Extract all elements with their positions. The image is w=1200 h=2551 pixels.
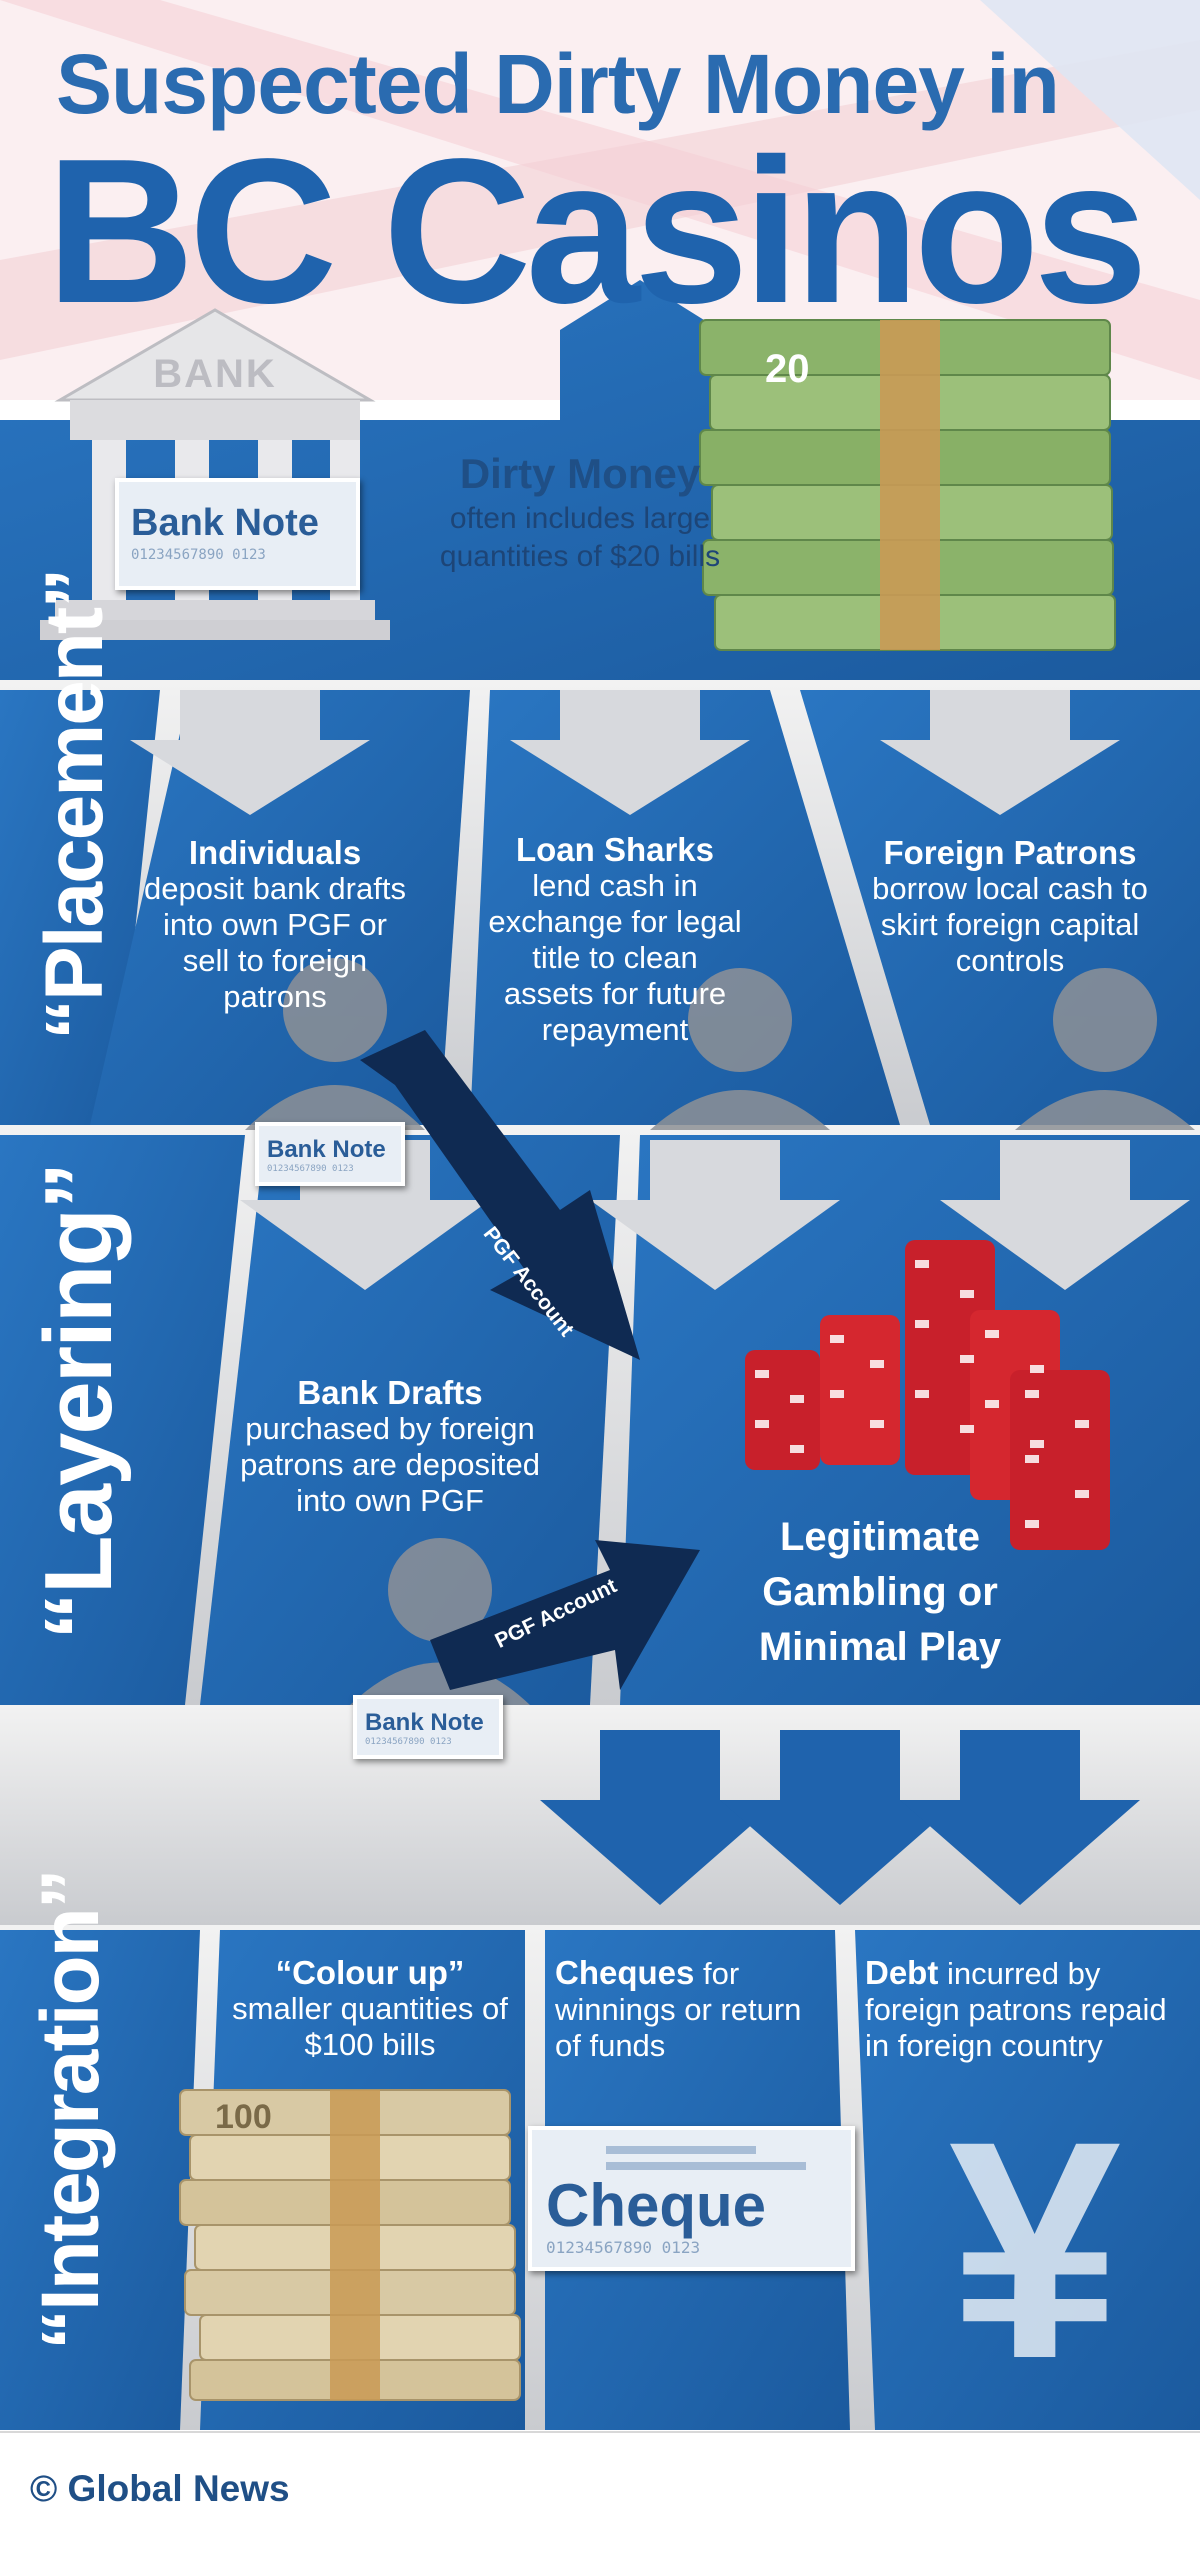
debt-heading: Debt [865, 1954, 939, 1991]
arrow-down-icon [590, 1140, 840, 1290]
cheque-number: 01234567890 0123 [546, 2238, 701, 2257]
placement-label: “Placement” [29, 569, 120, 1040]
arrow-down-icon [540, 1730, 780, 1905]
placement-loan-sharks: Loan Sharks lend cash in exchange for le… [485, 832, 745, 1048]
arrow-down-icon [880, 690, 1120, 815]
debt-text: incurred by foreign patrons repaid in fo… [865, 1956, 1167, 2063]
intro-text: often includes large quantities of $20 b… [439, 502, 721, 573]
small-bank-note-1-number: 01234567890 0123 [267, 1164, 354, 1174]
colour-up-heading: “Colour up” [275, 1954, 465, 1991]
individuals-heading: Individuals [188, 834, 362, 871]
person-silhouette-icon [245, 958, 1195, 1705]
casino-chips-icon [745, 1240, 1110, 1550]
integration-arrows [0, 1705, 1200, 1925]
arrow-down-icon [900, 1730, 1140, 1905]
bank-drafts-heading: Bank Drafts [297, 1374, 483, 1411]
bank-drafts-text: purchased by foreign patrons are deposit… [240, 1411, 540, 1518]
arrow-down-icon [940, 1140, 1190, 1290]
arrow-down-icon [510, 690, 750, 815]
svg-text:20: 20 [765, 347, 810, 391]
arrow-down-icon [720, 1730, 960, 1905]
cheque-title: Cheque [546, 2172, 767, 2239]
integration-debt: Debt incurred by foreign patrons repaid … [865, 1955, 1175, 2064]
intro-block: Dirty Money often includes large quantit… [410, 448, 750, 576]
pgf-arrow-1 [360, 1030, 640, 1360]
cheques-text: for winnings or return of funds [555, 1956, 802, 2063]
small-bank-note-2: Bank Note 01234567890 0123 [353, 1695, 503, 1759]
bank-note-number: 01234567890 0123 [131, 547, 266, 563]
title-line-1: Suspected Dirty Money in [56, 37, 1060, 131]
title-line-2: BC Casinos [46, 116, 1148, 346]
layering-bank-drafts: Bank Drafts purchased by foreign patrons… [240, 1375, 540, 1519]
loan-sharks-heading: Loan Sharks [515, 831, 715, 868]
placement-individuals: Individuals deposit bank drafts into own… [140, 835, 410, 1015]
foreign-patrons-text: borrow local cash to skirt foreign capit… [872, 871, 1148, 978]
individuals-text: deposit bank drafts into own PGF or sell… [144, 871, 406, 1014]
integration-cheques: Cheques for winnings or return of funds [555, 1955, 825, 2064]
cash-stack-100-icon: 100 [179, 2089, 521, 2401]
intro-heading: Dirty Money [459, 450, 701, 497]
footer-band [0, 2430, 1200, 2551]
bank-note-title: Bank Note [131, 502, 319, 544]
small-bank-note-1-title: Bank Note [267, 1136, 386, 1163]
svg-text:100: 100 [215, 2098, 272, 2136]
cheque-card: Cheque 01234567890 0123 [528, 2126, 855, 2271]
small-bank-note-1: Bank Note 01234567890 0123 [255, 1122, 405, 1186]
loan-sharks-text: lend cash in exchange for legal title to… [488, 868, 742, 1047]
small-bank-note-2-number: 01234567890 0123 [365, 1737, 452, 1747]
small-bank-note-2-title: Bank Note [365, 1709, 484, 1736]
yuan-icon: ¥ [948, 2076, 1122, 2423]
colour-up-text: smaller quantities of $100 bills [232, 1991, 508, 2062]
pgf-arrow-2 [430, 1540, 700, 1690]
cheques-heading: Cheques [555, 1954, 695, 1991]
integration-label: “Integration” [25, 1870, 116, 2350]
foreign-patrons-heading: Foreign Patrons [883, 834, 1137, 871]
bank-note-card: Bank Note 01234567890 0123 [115, 478, 360, 590]
layering-label: “Layering” [25, 1163, 132, 1640]
arrow-down-icon [130, 690, 370, 815]
footer-credit: © Global News [30, 2468, 290, 2509]
gambling-label: Legitimate Gambling or Minimal Play [758, 1515, 1002, 1669]
placement-foreign-patrons: Foreign Patrons borrow local cash to ski… [855, 835, 1165, 979]
cash-stack-icon: 20 [699, 319, 1116, 651]
bank-label: BANK [153, 352, 277, 396]
integration-colour-up: “Colour up” smaller quantities of $100 b… [215, 1955, 525, 2063]
